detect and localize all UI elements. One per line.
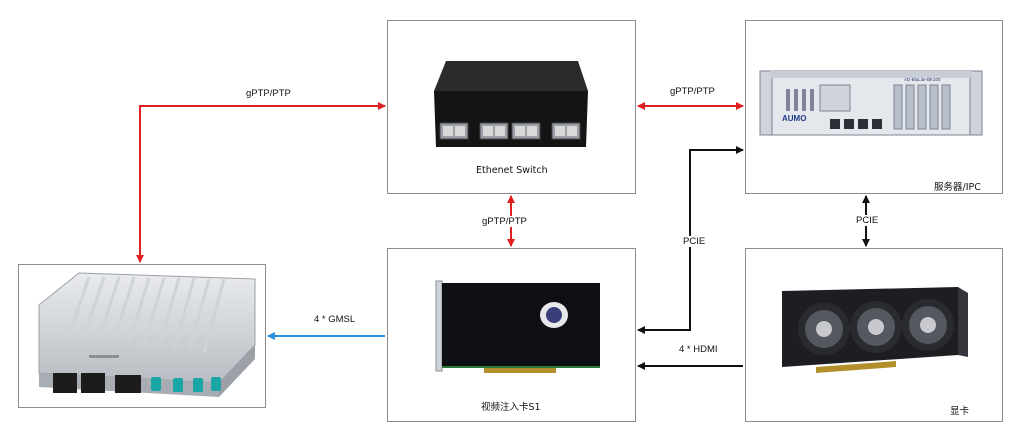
gpu-caption: 显卡 (950, 406, 970, 417)
hdmi-label: 4 * HDMI (677, 344, 720, 355)
ptp-label-left: gPTP/PTP (244, 88, 293, 99)
server-box: AUMO AD-BluLite-BK100 服务器/IPC (745, 20, 1003, 194)
domain-controller-image (38, 272, 256, 397)
injection-card-image (435, 280, 600, 373)
pcie-label-left: PCIE (681, 236, 708, 247)
ptp-link-left (136, 102, 386, 263)
domain-controller-box (18, 264, 266, 408)
gpu-image (782, 287, 968, 373)
switch-box: Ethenet Switch (387, 20, 636, 194)
server-image: AUMO AD-BluLite-BK100 (759, 70, 983, 136)
pcie-label-right: PCIE (854, 215, 881, 226)
gmsl-label: 4 * GMSL (312, 314, 358, 325)
injection-card-box: 视频注入卡S1 (387, 248, 636, 422)
gpu-box: 显卡 (745, 248, 1003, 422)
server-model: AD-BluLite-BK100 (904, 77, 941, 82)
ptp-label-vertical: gPTP/PTP (480, 216, 529, 227)
switch-image (434, 61, 588, 147)
injection-card-caption: 视频注入卡S1 (481, 402, 541, 413)
switch-caption: Ethenet Switch (476, 165, 548, 176)
server-caption: 服务器/IPC (934, 182, 981, 193)
ptp-label-right: gPTP/PTP (668, 86, 717, 97)
server-brand: AUMO (782, 114, 806, 123)
